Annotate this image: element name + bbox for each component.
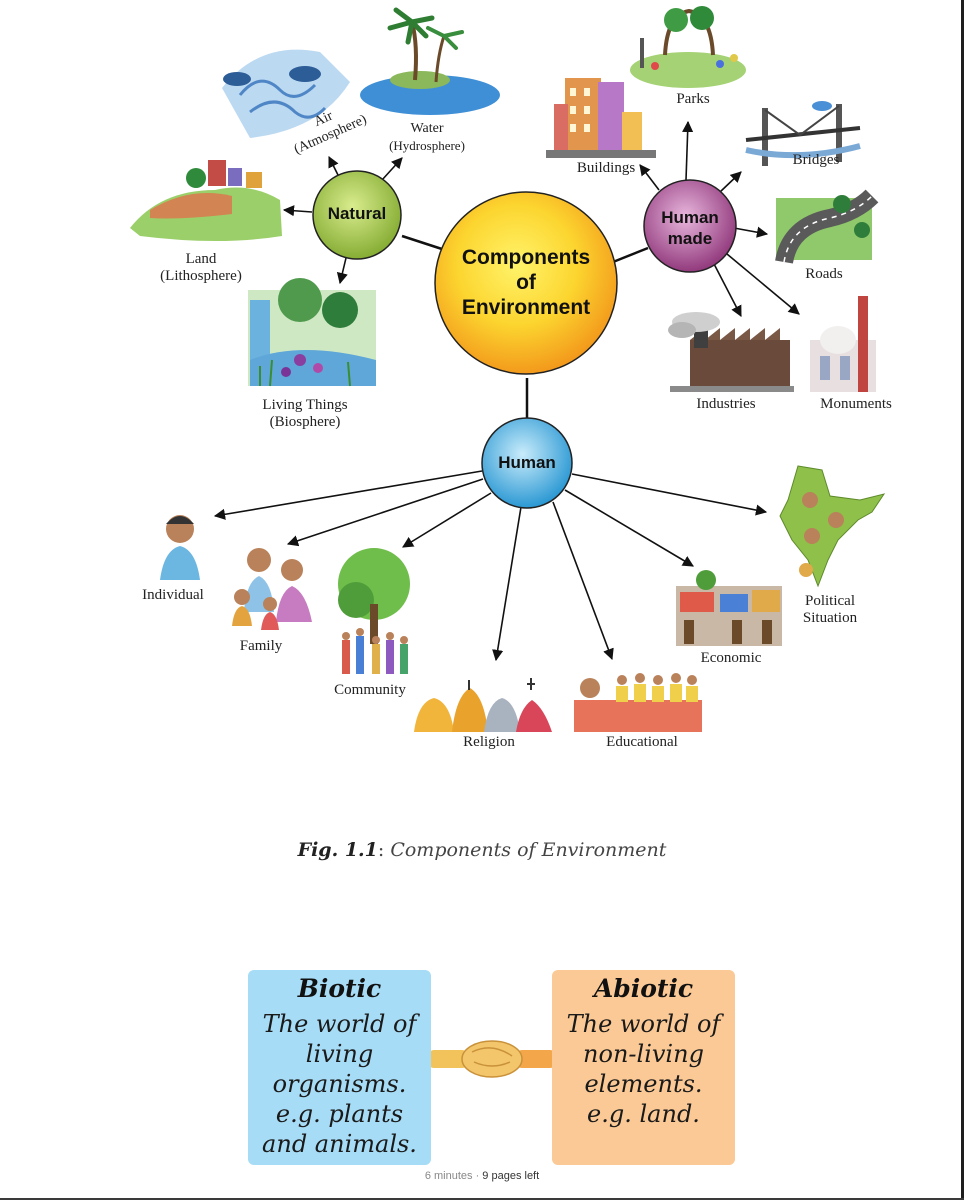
living-things-label: Living Things (Biosphere) bbox=[245, 397, 365, 431]
human-made-line-1: Human bbox=[661, 208, 719, 227]
economic-illustration bbox=[676, 570, 782, 646]
handshake-icon bbox=[428, 1040, 556, 1078]
religion-label: Religion bbox=[463, 734, 515, 750]
industries-label: Industries bbox=[696, 396, 756, 412]
environment-diagram bbox=[130, 6, 886, 732]
land-label: Land (Lithosphere) bbox=[146, 251, 256, 285]
political-situation-illustration bbox=[779, 465, 886, 588]
community-illustration bbox=[338, 548, 410, 674]
water-label-line-1: Water bbox=[410, 121, 444, 136]
monuments-illustration bbox=[810, 296, 876, 392]
living-things-label-line-2: (Biosphere) bbox=[269, 414, 341, 430]
roads-illustration bbox=[775, 189, 879, 264]
land-illustration bbox=[130, 160, 282, 241]
water-illustration bbox=[360, 7, 500, 115]
human-node bbox=[481, 417, 573, 509]
land-label-line-1: Land bbox=[185, 251, 217, 267]
water-label-line-2: (Hydrosphere) bbox=[389, 138, 465, 153]
educational-label: Educational bbox=[606, 734, 678, 750]
natural-node bbox=[312, 170, 402, 260]
pages-left: 9 pages left bbox=[482, 1170, 540, 1182]
individual-illustration bbox=[160, 515, 200, 580]
land-label-line-2: (Lithosphere) bbox=[160, 268, 242, 284]
buildings-label: Buildings bbox=[576, 160, 636, 176]
human-made-arrows bbox=[639, 120, 800, 317]
human-made-node-label: Human made bbox=[644, 207, 736, 249]
reading-progress: 6 minutes · 9 pages left bbox=[0, 1170, 964, 1182]
biotic-description: The world of living organisms. e.g. plan… bbox=[262, 1010, 417, 1158]
bridges-label: Bridges bbox=[792, 152, 840, 168]
reading-time: 6 minutes bbox=[424, 1170, 473, 1182]
abiotic-box: Abiotic The world of non-living elements… bbox=[552, 970, 735, 1165]
living-things-illustration bbox=[248, 278, 376, 387]
religion-illustration bbox=[414, 678, 552, 732]
figure-number: Fig. 1.1 bbox=[297, 839, 378, 861]
bridges-illustration bbox=[745, 101, 861, 166]
connector-human-made bbox=[612, 246, 649, 264]
political-situation-label: Political Situation bbox=[790, 593, 870, 627]
biotic-title: Biotic bbox=[297, 974, 382, 1003]
human-arrows bbox=[213, 470, 768, 662]
center-line-2: of bbox=[516, 271, 536, 294]
living-things-label-line-1: Living Things bbox=[262, 397, 348, 413]
center-line-3: Environment bbox=[461, 296, 591, 319]
family-label: Family bbox=[239, 638, 283, 654]
family-illustration bbox=[232, 548, 312, 630]
roads-label: Roads bbox=[805, 266, 843, 282]
center-line-1: Components bbox=[461, 246, 591, 269]
connector-natural bbox=[401, 234, 446, 252]
natural-node-label: Natural bbox=[327, 204, 387, 223]
community-label: Community bbox=[334, 682, 406, 698]
educational-illustration bbox=[574, 673, 702, 732]
parks-label: Parks bbox=[676, 91, 710, 107]
political-label-line-2: Situation bbox=[802, 610, 858, 626]
parks-illustration bbox=[630, 6, 746, 88]
air-illustration bbox=[222, 49, 350, 138]
buildings-illustration bbox=[546, 78, 656, 158]
human-node-label: Human bbox=[498, 453, 556, 472]
abiotic-title: Abiotic bbox=[593, 974, 694, 1003]
human-made-node bbox=[643, 179, 737, 273]
industries-illustration bbox=[668, 312, 794, 392]
center-node-label: Components of Environment bbox=[436, 245, 616, 320]
biotic-box: Biotic The world of living organisms. e.… bbox=[248, 970, 431, 1165]
page-right-border bbox=[961, 0, 964, 1200]
figure-caption: Fig. 1.1: Components of Environment bbox=[0, 839, 964, 861]
reading-separator: · bbox=[472, 1170, 483, 1182]
natural-arrows bbox=[282, 155, 403, 285]
figure-caption-text: Components of Environment bbox=[390, 839, 667, 861]
political-label-line-1: Political bbox=[805, 593, 855, 609]
water-label: Water (Hydrosphere) bbox=[376, 120, 478, 154]
page-bottom-border bbox=[0, 1198, 964, 1200]
individual-label: Individual bbox=[142, 587, 204, 603]
human-made-line-2: made bbox=[667, 229, 713, 248]
abiotic-description: The world of non-living elements. e.g. l… bbox=[566, 1010, 721, 1128]
figure-caption-separator: : bbox=[377, 839, 391, 861]
center-node bbox=[434, 191, 618, 375]
monuments-label: Monuments bbox=[820, 396, 892, 412]
economic-label: Economic bbox=[700, 650, 762, 666]
